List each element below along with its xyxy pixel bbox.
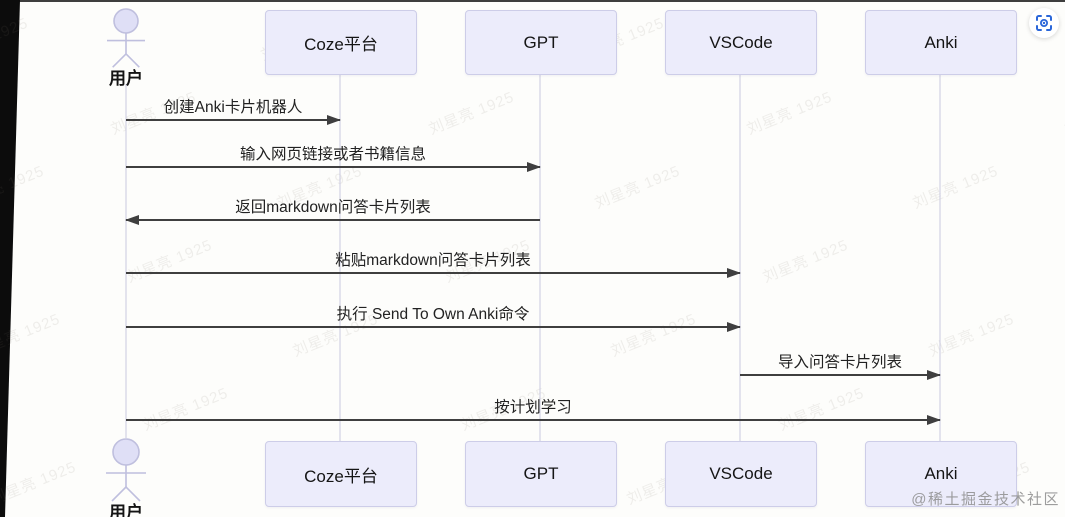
participant-box-anki-top: Anki (865, 10, 1017, 75)
participant-box-vscode-bottom: VSCode (665, 441, 817, 507)
actor-label-user-bottom: 用户 (109, 503, 143, 517)
screenshot-top-edge (0, 0, 1065, 2)
participant-box-anki-bottom: Anki (865, 441, 1017, 507)
participant-box-coze-top: Coze平台 (265, 10, 417, 75)
participant-label: VSCode (709, 32, 773, 52)
participant-label: Coze平台 (304, 466, 378, 486)
participant-label: GPT (523, 464, 559, 483)
participant-box-coze-bottom: Coze平台 (265, 441, 417, 507)
message-label-3: 返回markdown问答卡片列表 (235, 199, 431, 216)
participant-box-gpt-top: GPT (465, 10, 617, 75)
message-label-4: 粘贴markdown问答卡片列表 (335, 252, 531, 269)
community-watermark: @稀土掘金技术社区 (911, 491, 1060, 508)
scan-capture-glyph (1036, 15, 1052, 31)
message-label-6: 导入问答卡片列表 (777, 354, 903, 371)
participant-label: Anki (924, 464, 958, 483)
message-label-1: 创建Anki卡片机器人 (163, 99, 303, 116)
actor-figure-user-bottom (106, 438, 146, 502)
participant-label: Coze平台 (304, 35, 378, 54)
participant-label: Anki (924, 32, 958, 52)
scan-capture-icon[interactable] (1029, 8, 1059, 38)
participant-label: GPT (523, 32, 559, 52)
message-label-7: 按计划学习 (494, 399, 572, 416)
participant-box-gpt-bottom: GPT (465, 441, 617, 507)
message-label-5: 执行 Send To Own Anki命令 (336, 306, 530, 323)
actor-figure-user-top (107, 8, 145, 68)
participant-label: VSCode (709, 464, 773, 483)
message-label-2: 输入网页链接或者书籍信息 (239, 146, 427, 163)
participant-box-vscode-top: VSCode (665, 10, 817, 75)
actor-label-user-top: 用户 (109, 69, 143, 88)
